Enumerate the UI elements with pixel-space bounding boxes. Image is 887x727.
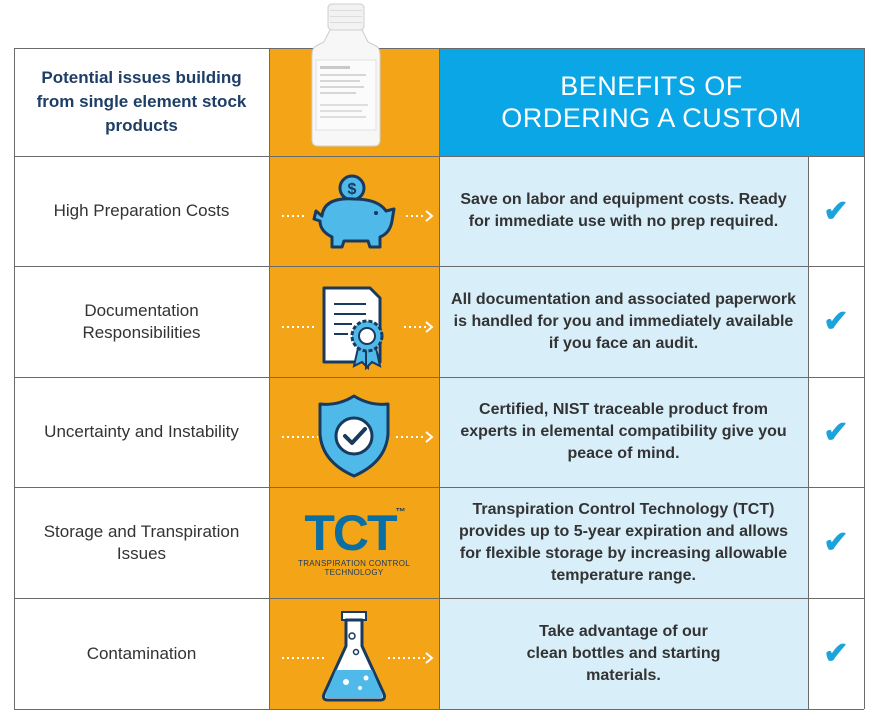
- checkmark-icon: ✔: [823, 194, 849, 228]
- piggy-bank-icon: $: [282, 174, 434, 249]
- bottle-image-overlay: [306, 0, 386, 148]
- benefit-text: Take advantage of our clean bottles and …: [526, 622, 721, 684]
- checkmark-icon: ✔: [823, 526, 849, 559]
- issue-cell-2: Documentation Responsibilities: [14, 266, 269, 377]
- benefit-cell-3: Certified, NIST traceable product from e…: [439, 377, 808, 487]
- grid-line: [14, 48, 15, 709]
- icon-cell-1: $: [269, 156, 439, 266]
- benefit-cell-4: Transpiration Control Technology (TCT) p…: [439, 487, 808, 598]
- issue-label: Uncertainty and Instability: [44, 422, 239, 441]
- icon-cell-3: [269, 377, 439, 487]
- benefit-cell-2: All documentation and associated paperwo…: [439, 266, 808, 377]
- grid-line: [269, 48, 270, 709]
- icon-cell-2: [269, 266, 439, 377]
- issue-cell-1: High Preparation Costs: [14, 156, 269, 266]
- benefit-cell-5: Take advantage of our clean bottles and …: [439, 598, 808, 709]
- checkmark-icon: ✔: [823, 415, 849, 449]
- benefit-text: All documentation and associated paperwo…: [451, 290, 796, 352]
- benefit-text: Certified, NIST traceable product from e…: [460, 401, 787, 462]
- check-cell-4: ✔: [808, 487, 864, 598]
- certificate-document-icon: [282, 286, 434, 370]
- issue-label: High Preparation Costs: [53, 201, 230, 220]
- checkmark-icon: ✔: [823, 305, 849, 338]
- check-cell-5: ✔: [808, 598, 864, 709]
- icon-cell-4: TCT™ TRANSPIRATION CONTROL TECHNOLOGY: [269, 487, 439, 598]
- checkmark-icon: ✔: [823, 637, 849, 670]
- issue-cell-4: Storage and Transpiration Issues: [14, 487, 269, 598]
- grid-line: [864, 48, 865, 709]
- issue-label: Contamination: [86, 643, 197, 663]
- check-cell-1: ✔: [808, 156, 864, 266]
- grid-line: [439, 48, 440, 709]
- tct-letters: TCT: [304, 505, 397, 561]
- tct-logo-icon: TCT™ TRANSPIRATION CONTROL TECHNOLOGY: [298, 508, 410, 577]
- issue-label: Documentation Responsibilities: [82, 300, 201, 342]
- icon-cell-5: [269, 598, 439, 709]
- benefits-header-cell: BENEFITS OF ORDERING A CUSTOM: [439, 48, 864, 156]
- benefit-text: Save on labor and equipment costs. Ready…: [460, 191, 787, 230]
- check-cell-2: ✔: [808, 266, 864, 377]
- issue-label: Storage and Transpiration Issues: [43, 521, 240, 563]
- grid-line: [808, 156, 809, 709]
- check-cell-3: ✔: [808, 377, 864, 487]
- tct-line2: TECHNOLOGY: [324, 568, 384, 577]
- grid-line: [14, 709, 864, 710]
- benefits-header-title: BENEFITS OF ORDERING A CUSTOM: [501, 71, 802, 133]
- shield-check-icon: [282, 394, 434, 478]
- issues-header-title: Potential issues building from single el…: [36, 68, 247, 135]
- tct-line1: TRANSPIRATION CONTROL: [298, 559, 410, 568]
- issue-cell-5: Contamination: [14, 598, 269, 709]
- flask-icon: [282, 610, 434, 701]
- benefit-text: Transpiration Control Technology (TCT) p…: [459, 500, 788, 584]
- issue-cell-3: Uncertainty and Instability: [14, 377, 269, 487]
- issues-header-cell: Potential issues building from single el…: [14, 48, 269, 156]
- tct-trademark: ™: [395, 507, 406, 518]
- svg-text:$: $: [348, 181, 357, 198]
- benefit-cell-1: Save on labor and equipment costs. Ready…: [439, 156, 808, 266]
